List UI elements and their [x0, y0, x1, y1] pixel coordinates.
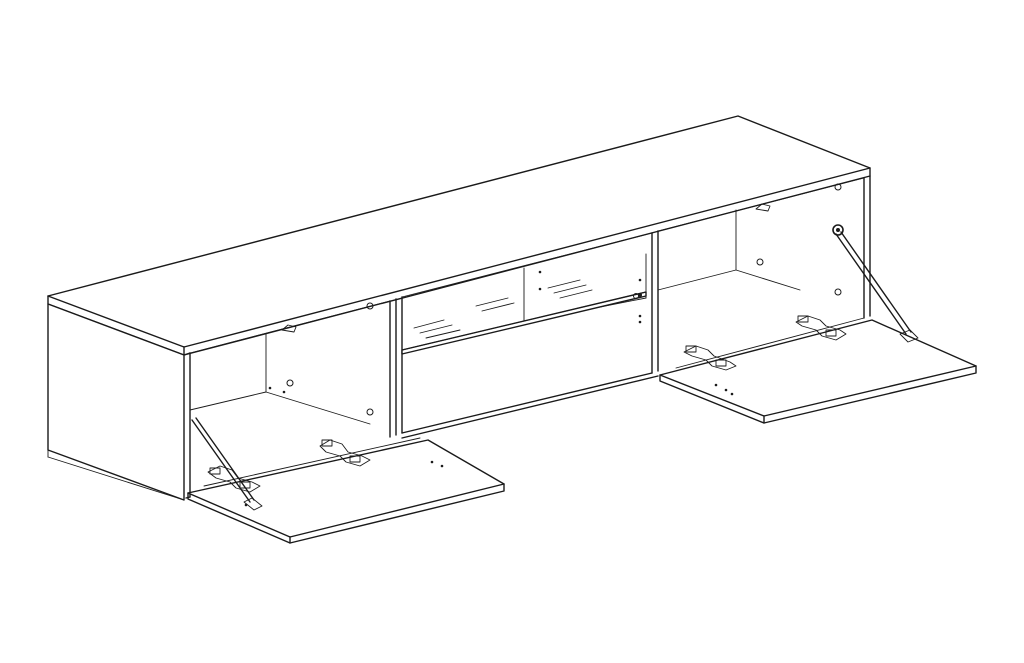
- center-divider-right: [651, 230, 659, 374]
- left-side-front-edge: [183, 352, 191, 356]
- right-door-hinge-line: [675, 317, 865, 369]
- center-back-panel: [523, 267, 647, 323]
- glass-shelf: [401, 279, 647, 355]
- shelf-support-pin: [633, 293, 642, 299]
- back-panel-right-compartment: [735, 209, 801, 291]
- glass-shelf-back-edge: [401, 291, 647, 351]
- left-compartment-floor-back: [189, 391, 267, 411]
- left-compartment-back-top: [189, 300, 391, 354]
- hinge: [795, 315, 847, 341]
- pin-holes: [268, 183, 842, 416]
- glass-reflection-marks: [413, 279, 593, 339]
- bottom-board-center: [401, 372, 653, 434]
- center-divider-left: [389, 296, 403, 438]
- back-panel-left-compartment: [265, 333, 371, 425]
- left-flap-door: [187, 437, 505, 544]
- right-flap-door: [659, 317, 977, 424]
- center-compartment-back-top: [401, 232, 653, 298]
- hinge: [683, 345, 737, 371]
- right-door-panel: [659, 319, 977, 417]
- left-side-bottom-line: [47, 456, 185, 501]
- gas-strut: [832, 224, 919, 343]
- left-door-hinge-line: [203, 437, 421, 487]
- gas-strut: [191, 417, 263, 511]
- hinge: [319, 439, 371, 467]
- top-board: [47, 115, 871, 348]
- top-brackets: [281, 203, 771, 333]
- door-dots: [714, 383, 734, 396]
- cabinet-carcass: [47, 115, 871, 501]
- bottom-board-center-lower: [401, 375, 659, 439]
- right-compartment-floor-back: [657, 269, 737, 291]
